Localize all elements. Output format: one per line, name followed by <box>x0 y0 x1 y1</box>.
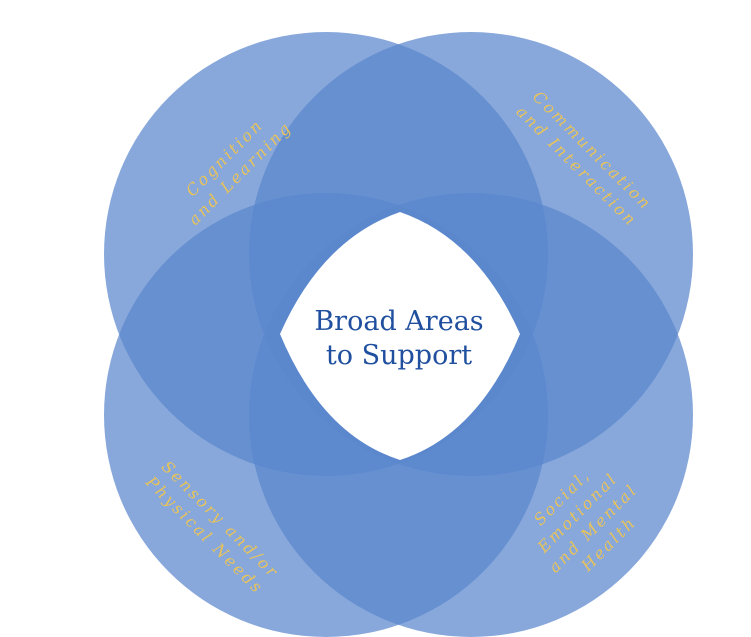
center-title-line1: Broad Areas <box>314 306 483 337</box>
center-title-line2: to Support <box>326 340 472 371</box>
center-lens <box>280 212 520 460</box>
